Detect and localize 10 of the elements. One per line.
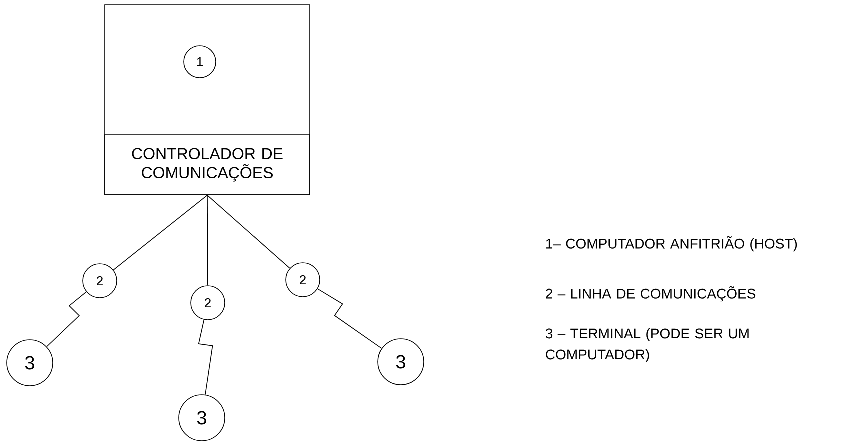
key-text: 1– COMPUTADOR ANFITRIÃO (HOST) (546, 236, 798, 252)
line (46, 292, 87, 348)
line (113, 195, 208, 271)
line (207, 195, 208, 286)
controller-box: CONTROLADOR DE COMUNICAÇÕES (104, 134, 310, 196)
line (198, 320, 214, 396)
key-text: 3 – TERMINAL (PODE SER UM COMPUTADOR) (546, 328, 749, 362)
line (317, 288, 382, 349)
key-text: 2 – LINHA DE COMUNICAÇÕES (546, 286, 756, 302)
line (207, 195, 290, 269)
